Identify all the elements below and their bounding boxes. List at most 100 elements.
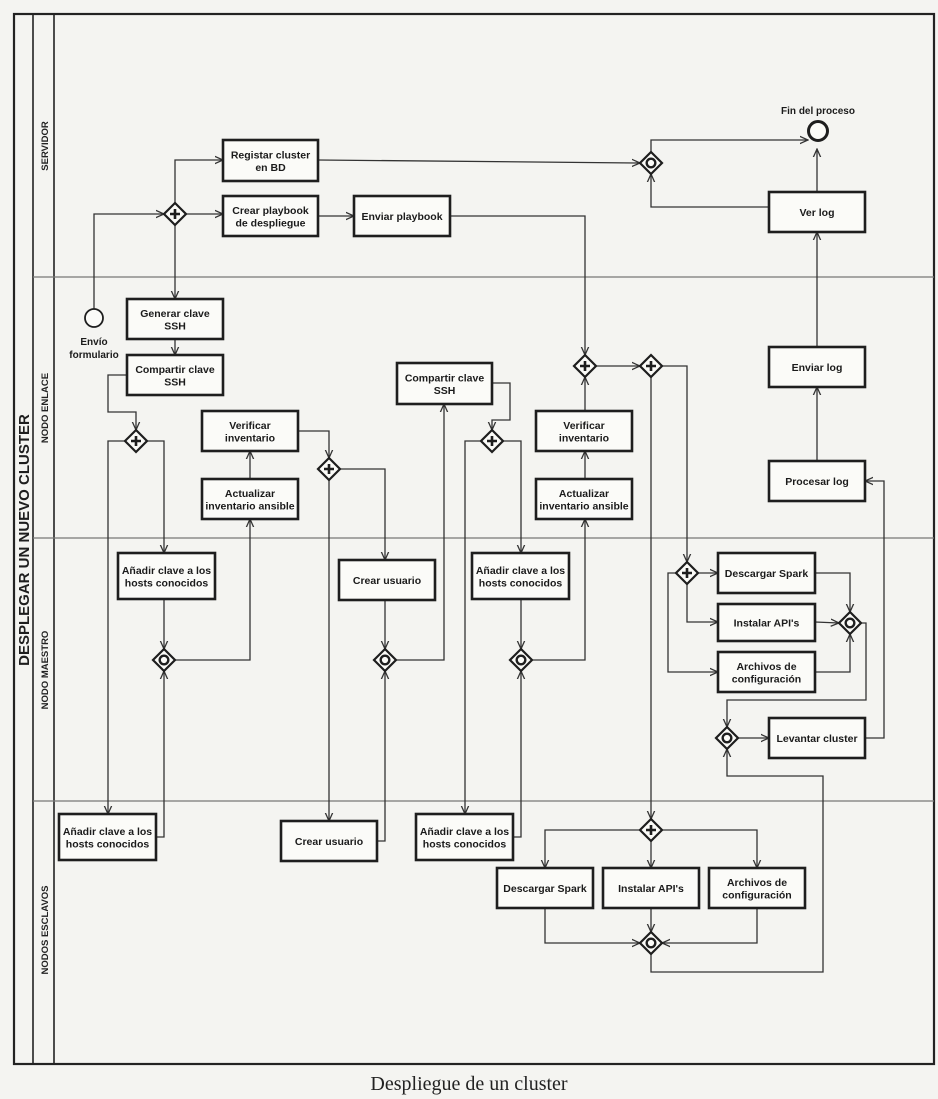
flow-edge: [662, 829, 757, 868]
gateway-g-s-join: [638, 930, 664, 956]
task-enviar-playbook: Enviar playbook: [352, 194, 452, 238]
flow-edge: [815, 634, 850, 673]
pool-title: DESPLEGAR UN NUEVO CLUSTER: [16, 414, 33, 666]
flow-edges: [93, 140, 885, 973]
task-enviar-log: Enviar log: [767, 345, 867, 389]
task-label: Descargar Spark: [725, 568, 809, 580]
task-s-descargar-spark: Descargar Spark: [495, 866, 595, 910]
end-event: Fin del proceso: [781, 106, 855, 142]
task-ver-log: Ver log: [767, 190, 867, 234]
flow-edge: [318, 468, 329, 821]
task-procesar-log: Procesar log: [767, 459, 867, 503]
gateway-g-enl-4: [572, 353, 598, 379]
flow-edge: [545, 829, 640, 868]
task-label: Procesar log: [785, 476, 849, 488]
flow-edge: [667, 572, 718, 672]
flow-edge: [174, 519, 250, 661]
flow-edge: [450, 215, 585, 355]
lane-label: NODO MAESTRO: [40, 631, 51, 710]
flow-edge: [650, 749, 824, 973]
lane-label: SERVIDOR: [40, 121, 51, 171]
task-m-crear-usuario: Crear usuario: [337, 558, 437, 602]
flow-edge: [108, 440, 125, 814]
task-label: Levantar cluster: [776, 733, 857, 745]
flow-edge: [396, 404, 444, 661]
task-label: Enviar playbook: [361, 211, 442, 223]
gateway-g-enl-2: [316, 456, 342, 482]
pool-border: [12, 12, 936, 1066]
flow-edge: [174, 160, 223, 203]
flow-edge: [93, 214, 164, 309]
gateway-g-enl-5: [638, 353, 664, 379]
flow-edge: [340, 468, 385, 560]
flow-edge: [865, 481, 885, 739]
flow-edge: [814, 622, 839, 623]
task-m-descargar-spark: Descargar Spark: [716, 551, 817, 595]
flow-edge: [465, 440, 481, 814]
task-label: Instalar API's: [618, 883, 684, 895]
flow-edge: [727, 622, 867, 727]
gateway-g-m-split: [674, 560, 700, 586]
figure-caption: Despliegue de un cluster: [370, 1073, 568, 1095]
flow-edge: [156, 671, 164, 838]
gateway-g-s-split: [638, 817, 664, 843]
gateway-g-enl-1: [123, 428, 149, 454]
flow-edge: [317, 160, 640, 163]
flow-edge: [503, 440, 521, 553]
task-m-levantar: Levantar cluster: [767, 716, 867, 760]
lane-label: NODOS ESCLAVOS: [40, 885, 51, 974]
gateway-g-m-3: [508, 647, 534, 673]
flow-edge: [147, 440, 164, 553]
gateway-g-m-2: [372, 647, 398, 673]
task-label: Crear usuario: [353, 575, 421, 587]
gateway-g-m-lev: [714, 725, 740, 751]
flow-edge: [107, 374, 136, 430]
task-s-instalar-apis: Instalar API's: [601, 866, 701, 910]
gateway-g-enl-3: [479, 428, 505, 454]
flow-edge: [532, 519, 585, 661]
flow-edge: [298, 430, 329, 458]
flow-edge: [686, 584, 718, 622]
task-label: Crear usuario: [295, 836, 363, 848]
task-m-instalar-apis: Instalar API's: [716, 602, 817, 643]
gateway-g-join-srv: [638, 150, 664, 176]
task-label: Instalar API's: [734, 618, 800, 630]
flow-edge: [651, 174, 769, 208]
gateway-g-m-1: [151, 647, 177, 673]
flow-edge: [377, 671, 385, 842]
gateway-g-split-srv: [162, 201, 188, 227]
task-label: Ver log: [799, 207, 834, 219]
end-event-label: Fin del proceso: [781, 106, 855, 117]
task-label: Enviar log: [792, 362, 843, 374]
